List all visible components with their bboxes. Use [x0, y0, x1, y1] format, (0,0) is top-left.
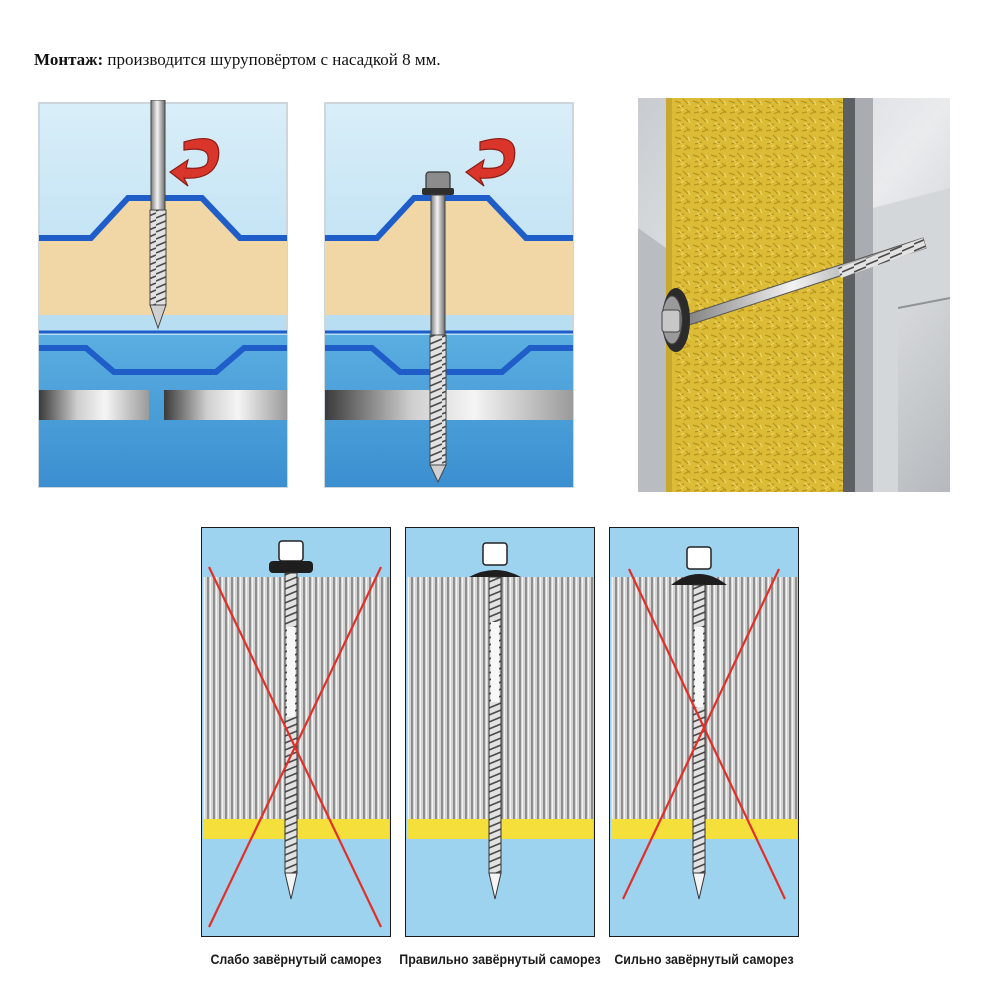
tight-screw-illustration [609, 527, 799, 937]
install-step-drilling-panel [36, 100, 290, 490]
curved-arrow-icon [168, 138, 220, 187]
curved-arrow-icon [464, 138, 516, 187]
install-step-fastened-panel [322, 100, 576, 490]
sandwich-panel-illustration [638, 98, 950, 492]
screw-icon [469, 542, 521, 900]
screw-icon [269, 540, 313, 900]
heading-label: Монтаж: [34, 50, 104, 69]
correct-screw-panel [405, 527, 595, 937]
cross-icon [622, 568, 786, 900]
sandwich-panel-drawing [638, 98, 950, 492]
page-heading: Монтаж: производится шуруповёртом с наса… [34, 50, 441, 70]
screw-icon [671, 546, 727, 900]
correct-screw-illustration [405, 527, 595, 937]
tight-screw-panel [609, 527, 799, 937]
caption-correct-screw: Правильно завёрнутый саморез [399, 952, 601, 967]
loose-screw-panel [201, 527, 391, 937]
screw-icon [661, 237, 927, 352]
caption-tight-screw: Сильно завёрнутый саморез [614, 952, 794, 967]
step-fastened-illustration [322, 100, 576, 490]
caption-loose-screw: Слабо завёрнутый саморез [210, 952, 382, 967]
heading-text: производится шуруповёртом с насадкой 8 м… [103, 50, 441, 69]
cross-icon [208, 566, 382, 928]
screw-icon [149, 100, 167, 330]
screw-icon [422, 171, 454, 484]
loose-screw-illustration [201, 527, 391, 937]
step-drilling-illustration [36, 100, 290, 490]
